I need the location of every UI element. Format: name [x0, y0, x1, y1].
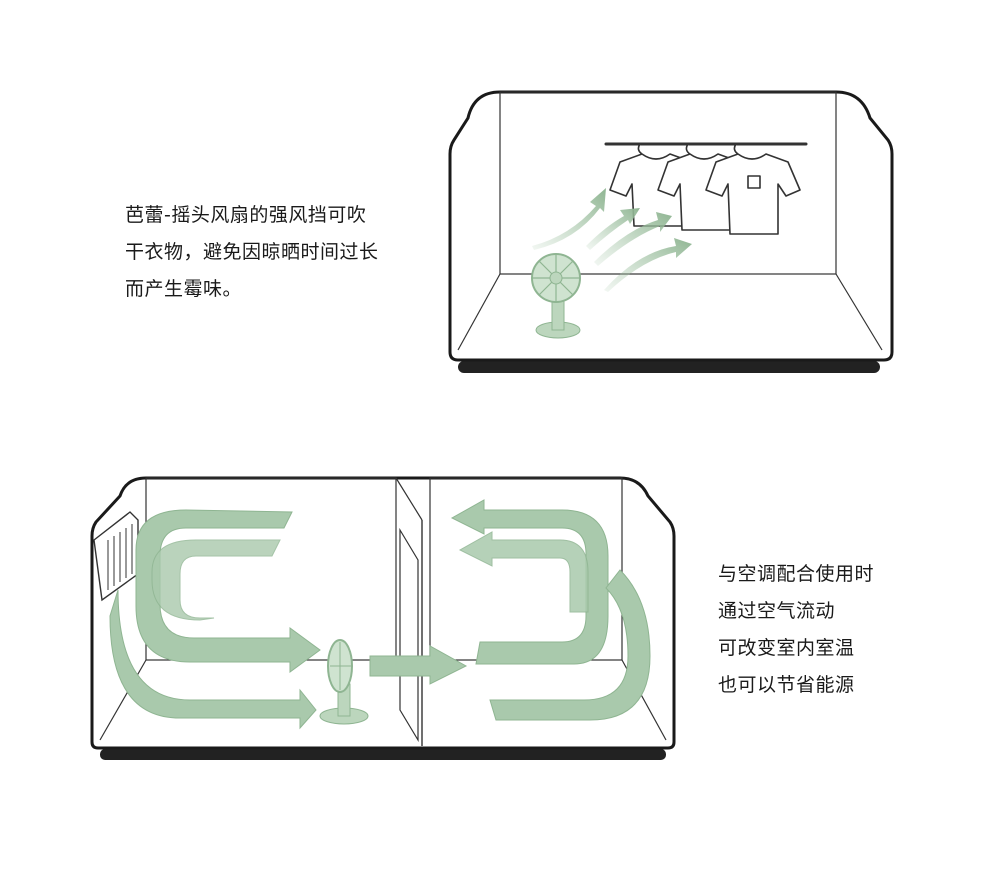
caption-line: 可改变室内室温: [718, 637, 855, 659]
shirt-icon: [609, 143, 801, 235]
desk-fan-icon: [319, 639, 369, 725]
back-wall: [499, 91, 837, 275]
caption-line: 也可以节省能源: [718, 674, 855, 696]
floor-edge-left: [457, 273, 501, 351]
caption-line: 而产生霉味。: [125, 278, 243, 300]
partition-wall: [395, 477, 423, 521]
drying-room-illustration: [448, 90, 894, 373]
caption-line: 芭蕾-摇头风扇的强风挡可吹: [125, 204, 367, 226]
air-conditioner-icon: [93, 511, 139, 602]
air-conditioning-room-illustration: [90, 476, 676, 760]
airflow-arrows-drying: [532, 188, 692, 292]
caption-line: 通过空气流动: [718, 600, 836, 622]
caption-drying: 芭蕾-摇头风扇的强风挡可吹 干衣物，避免因晾晒时间过长 而产生霉味。: [125, 197, 379, 308]
floor-shadow-bar: [100, 749, 666, 760]
caption-line: 干衣物，避免因晾晒时间过长: [125, 241, 379, 263]
desk-fan-icon: [531, 253, 581, 339]
caption-line: 与空调配合使用时: [718, 563, 875, 585]
airflow-loop-left: [109, 509, 321, 730]
floor-shadow-bar: [458, 361, 880, 373]
airflow-arrow-through-door: [369, 645, 468, 685]
caption-air-conditioning: 与空调配合使用时 通过空气流动 可改变室内室温 也可以节省能源: [718, 556, 874, 704]
airflow-loop-right: [450, 499, 651, 721]
floor-edge-right: [835, 273, 883, 351]
